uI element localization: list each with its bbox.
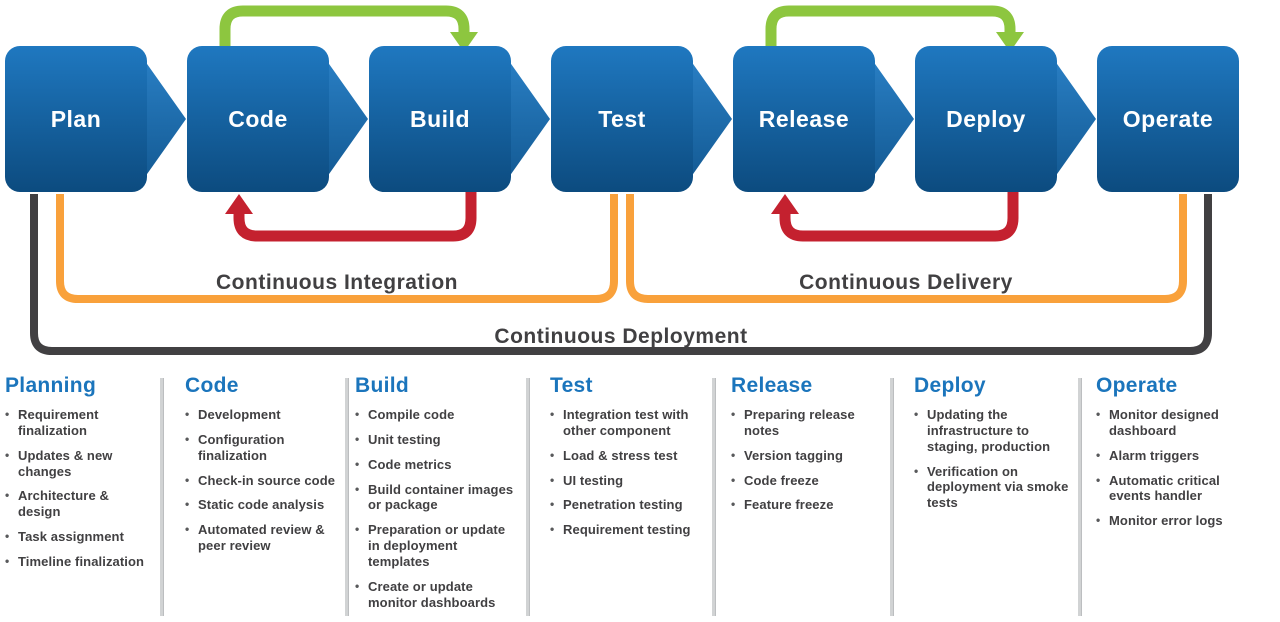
stage-chevron-build: Build [369,46,550,192]
list-item: Unit testing [355,432,518,448]
column-planning: Planning Requirement finalization Update… [5,374,155,579]
list-item: Create or update monitor dashboards [355,579,518,611]
column-deploy: Deploy Updating the infrastructure to st… [914,374,1070,520]
list-item: Requirement finalization [5,407,155,439]
list-item: Verification on deployment via smoke tes… [914,464,1070,512]
stage-label-build: Build [410,106,470,132]
stage-label-operate: Operate [1123,106,1213,132]
continuous-integration-label: Continuous Integration [216,271,458,294]
column-test-list: Integration test with other component Lo… [550,407,705,538]
list-item: Check-in source code [185,473,337,489]
continuous-deployment-bracket: Continuous Deployment [30,194,1212,355]
column-divider [160,378,164,616]
column-operate: Operate Monitor designed dashboard Alarm… [1096,374,1261,538]
pipeline-flow-graphic: Continuous Deployment Continuous Integra… [5,5,1239,355]
deploy-to-release-feedback-loop-arrow-icon [771,190,1019,242]
build-to-code-feedback-loop-arrow-icon [225,190,477,242]
stage-chevron-operate: Operate [1097,46,1239,192]
list-item: Static code analysis [185,497,337,513]
stage-label-code: Code [228,106,288,132]
column-release-title: Release [731,374,813,397]
stage-label-deploy: Deploy [946,106,1026,132]
list-item: Monitor error logs [1096,513,1261,529]
stage-label-plan: Plan [51,106,102,132]
list-item: Compile code [355,407,518,423]
stage-chevron-deploy: Deploy [915,46,1096,192]
continuous-delivery-bracket: Continuous Delivery [626,194,1187,303]
column-test-title: Test [550,374,593,397]
list-item: Build container images or package [355,482,518,514]
list-item: Penetration testing [550,497,705,513]
list-item: Requirement testing [550,522,705,538]
column-operate-title: Operate [1096,374,1178,397]
stage-chevron-plan: Plan [5,46,186,192]
list-item: Automated review & peer review [185,522,337,554]
list-item: Task assignment [5,529,155,545]
list-item: Updates & new changes [5,448,155,480]
continuous-delivery-label: Continuous Delivery [799,271,1013,294]
list-item: Feature freeze [731,497,881,513]
column-build-title: Build [355,374,409,397]
list-item: Configuration finalization [185,432,337,464]
stage-chevron-test: Test [551,46,732,192]
column-build: Build Compile code Unit testing Code met… [355,374,518,620]
list-item: Updating the infrastructure to staging, … [914,407,1070,455]
list-item: Integration test with other component [550,407,705,439]
column-operate-list: Monitor designed dashboard Alarm trigger… [1096,407,1261,529]
code-to-build-forward-loop-arrow-icon [219,5,478,52]
list-item: Architecture & design [5,488,155,520]
column-release-list: Preparing release notes Version tagging … [731,407,881,513]
list-item: Version tagging [731,448,881,464]
list-item: Development [185,407,337,423]
column-divider [526,378,530,616]
list-item: Monitor designed dashboard [1096,407,1261,439]
column-build-list: Compile code Unit testing Code metrics B… [355,407,518,611]
column-deploy-list: Updating the infrastructure to staging, … [914,407,1070,511]
stage-label-test: Test [598,106,646,132]
list-item: Preparation or update in deployment temp… [355,522,518,570]
list-item: Automatic critical events handler [1096,473,1261,505]
list-item: Preparing release notes [731,407,881,439]
list-item: Code freeze [731,473,881,489]
column-code-list: Development Configuration finalization C… [185,407,337,554]
list-item: Timeline finalization [5,554,155,570]
column-release: Release Preparing release notes Version … [731,374,881,522]
column-planning-list: Requirement finalization Updates & new c… [5,407,155,570]
column-planning-title: Planning [5,374,97,397]
column-divider [890,378,894,616]
column-deploy-title: Deploy [914,374,986,397]
column-divider [1078,378,1082,616]
list-item: UI testing [550,473,705,489]
continuous-integration-bracket: Continuous Integration [56,194,618,303]
list-item: Load & stress test [550,448,705,464]
column-divider [712,378,716,616]
stage-chevron-code: Code [187,46,368,192]
list-item: Code metrics [355,457,518,473]
column-code: Code Development Configuration finalizat… [185,374,337,563]
stage-label-release: Release [759,106,849,132]
release-to-deploy-forward-loop-arrow-icon [765,5,1024,52]
column-test: Test Integration test with other compone… [550,374,705,547]
list-item: Alarm triggers [1096,448,1261,464]
column-divider [345,378,349,616]
continuous-deployment-label: Continuous Deployment [494,325,747,348]
stage-chevron-release: Release [733,46,914,192]
column-code-title: Code [185,374,239,397]
